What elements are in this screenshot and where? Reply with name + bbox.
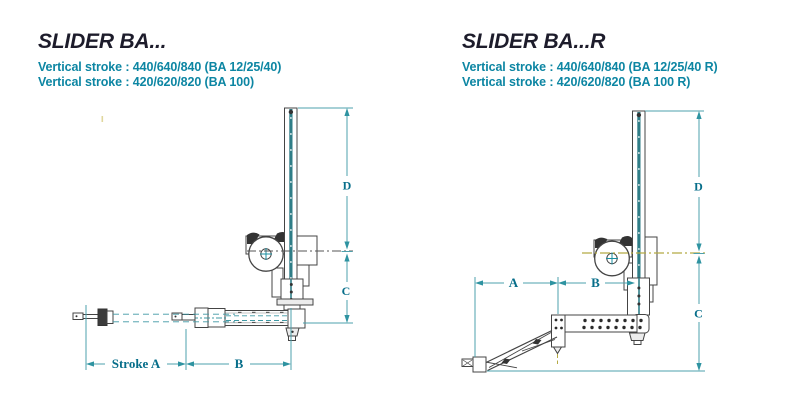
right-vertical-stroke-line-2: Vertical stroke : 420/620/820 (BA 100 R): [462, 74, 691, 89]
right-carriage: [627, 277, 650, 316]
right-dim-b-label: B: [591, 275, 600, 290]
left-vertical-stroke-line-1: Vertical stroke : 440/640/840 (BA 12/25/…: [38, 60, 282, 74]
left-mounting-plates: [271, 235, 318, 298]
right-dim-d-label: D: [694, 180, 703, 194]
right-dimension-a-b: A B: [474, 275, 635, 357]
right-perforated-arm: [551, 314, 650, 364]
print-artifact: [101, 116, 104, 122]
right-product-title: SLIDER BA...R: [462, 30, 606, 53]
left-product-title: SLIDER BA...: [38, 30, 167, 53]
right-foot-bracket: [461, 356, 487, 373]
left-vertical-stroke-line-2: Vertical stroke : 420/620/820 (BA 100): [38, 74, 255, 89]
left-detached-rod: [72, 308, 235, 326]
right-diagram: D C A B: [461, 110, 705, 373]
left-dimension-d: D: [298, 107, 353, 252]
right-arm-holes: [554, 318, 643, 330]
right-dim-c-label: C: [694, 307, 703, 321]
right-pulley: [594, 240, 630, 277]
right-product-header: SLIDER BA...R Vertical stroke : 440/640/…: [462, 31, 718, 89]
right-arm-nut: [628, 332, 646, 341]
left-dim-stroke-a-label: Stroke A: [112, 356, 161, 371]
left-dimension-c: C: [303, 253, 353, 324]
left-dim-b-label: B: [235, 356, 244, 371]
right-diagonal-arm: [483, 329, 558, 372]
right-rail-top-bolt: [636, 112, 642, 118]
right-dimension-c: C: [487, 255, 705, 372]
left-horizontal-cylinder: [171, 307, 306, 341]
left-vertical-rail: [284, 107, 298, 306]
left-carriage: [276, 278, 314, 311]
left-product-header: SLIDER BA... Vertical stroke : 440/640/8…: [38, 31, 281, 89]
left-rail-top-bolt: [288, 109, 294, 115]
right-rail-holes: [638, 120, 640, 298]
right-vertical-stroke-line-1: Vertical stroke : 440/640/840 (BA 12/25/…: [462, 60, 718, 74]
right-dimension-d: D: [645, 110, 705, 254]
left-pulley: [248, 236, 284, 272]
left-dimension-stroke-a-b: Stroke A B: [85, 305, 292, 371]
left-dim-d-label: D: [343, 179, 352, 193]
left-dim-c-label: C: [342, 284, 351, 298]
right-arm-tool-tip: [552, 346, 563, 355]
left-diagram: D C Stroke A B: [72, 107, 353, 371]
right-dim-a-label: A: [509, 275, 519, 290]
left-cylinder-ticks: [238, 311, 284, 323]
